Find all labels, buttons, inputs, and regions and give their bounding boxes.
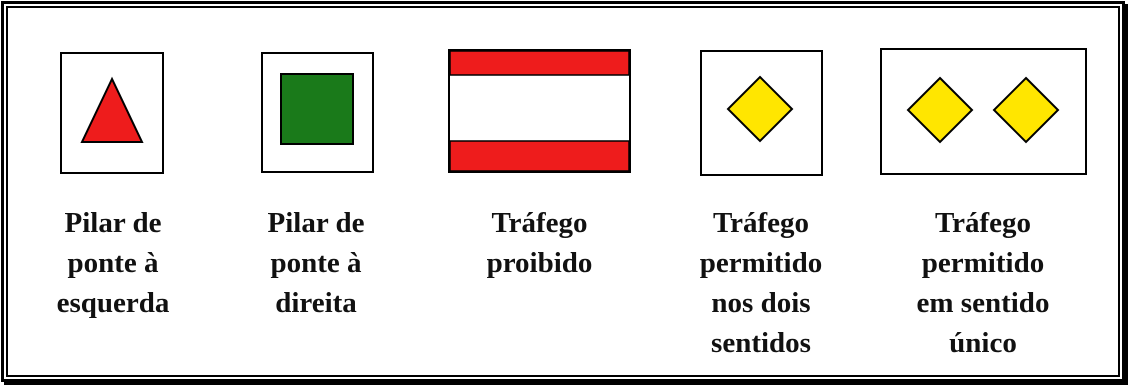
label-line: Tráfego (712, 207, 810, 239)
label-line: esquerda (56, 287, 170, 319)
sign-pilar-esquerda (60, 52, 164, 174)
label-line: em sentido (916, 287, 1050, 319)
label-line: nos dois (711, 287, 811, 319)
label-trafego-sentido-unico: Tráfego permitido em sentido único (893, 203, 1073, 363)
label-line: permitido (699, 247, 823, 279)
label-line: direita (275, 287, 357, 319)
label-pilar-esquerda: Pilar de ponte à esquerda (28, 203, 198, 323)
label-line: permitido (921, 247, 1045, 279)
diagram-panel: Pilar de ponte à esquerda Pilar de ponte… (6, 6, 1120, 377)
label-line: Tráfego (491, 207, 588, 239)
sign-trafego-sentido-unico (880, 48, 1087, 175)
yellow-diamond-icon (726, 75, 794, 143)
label-line: Tráfego (934, 207, 1032, 239)
sign-pilar-direita (261, 52, 374, 173)
red-triangle-icon (80, 76, 144, 143)
label-line: ponte à (270, 247, 362, 279)
label-line: sentidos (711, 327, 811, 359)
label-line: ponte à (67, 247, 159, 279)
label-line: Pilar de (64, 207, 162, 239)
two-yellow-diamonds-icon (906, 76, 1060, 144)
label-line: proibido (486, 247, 593, 279)
label-trafego-dois-sentidos: Tráfego permitido nos dois sentidos (681, 203, 841, 363)
sign-trafego-dois-sentidos (700, 50, 823, 176)
red-white-red-bands-icon (448, 49, 631, 173)
label-trafego-proibido: Tráfego proibido (448, 203, 631, 283)
label-pilar-direita: Pilar de ponte à direita (236, 203, 396, 323)
label-line: único (949, 327, 1017, 359)
green-square-icon (280, 73, 354, 145)
label-line: Pilar de (267, 207, 365, 239)
sign-trafego-proibido (448, 49, 631, 173)
